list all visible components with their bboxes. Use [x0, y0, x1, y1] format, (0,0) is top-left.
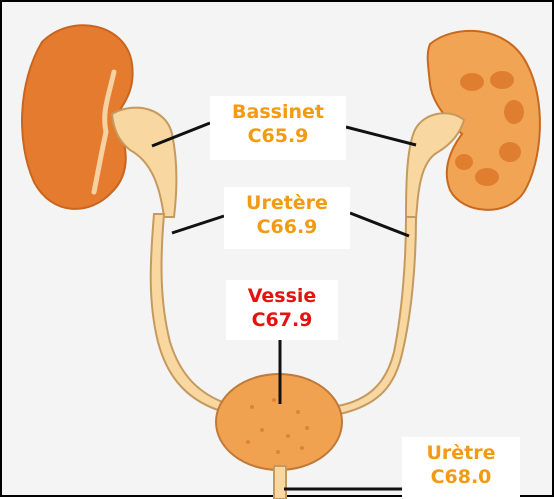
- label-vessie: Vessie C67.9: [226, 280, 338, 340]
- label-vessie-code: C67.9: [232, 308, 332, 332]
- urethra: [274, 466, 286, 499]
- label-uretere: Uretère C66.9: [224, 187, 350, 249]
- label-uretere-name: Uretère: [230, 191, 344, 215]
- left-ureter: [151, 214, 228, 412]
- leader-uretere-left: [172, 216, 224, 233]
- leader-uretere-right: [350, 213, 409, 236]
- label-bassinet-name: Bassinet: [216, 100, 340, 124]
- label-uretere-code: C66.9: [230, 215, 344, 239]
- label-bassinet: Bassinet C65.9: [210, 96, 346, 160]
- label-uretre-name: Urètre: [408, 441, 514, 465]
- label-uretre-code: C68.0: [408, 465, 514, 489]
- label-uretre: Urètre C68.0: [402, 437, 520, 499]
- label-bassinet-code: C65.9: [216, 124, 340, 148]
- leader-bassinet-right: [346, 127, 416, 145]
- label-vessie-name: Vessie: [232, 284, 332, 308]
